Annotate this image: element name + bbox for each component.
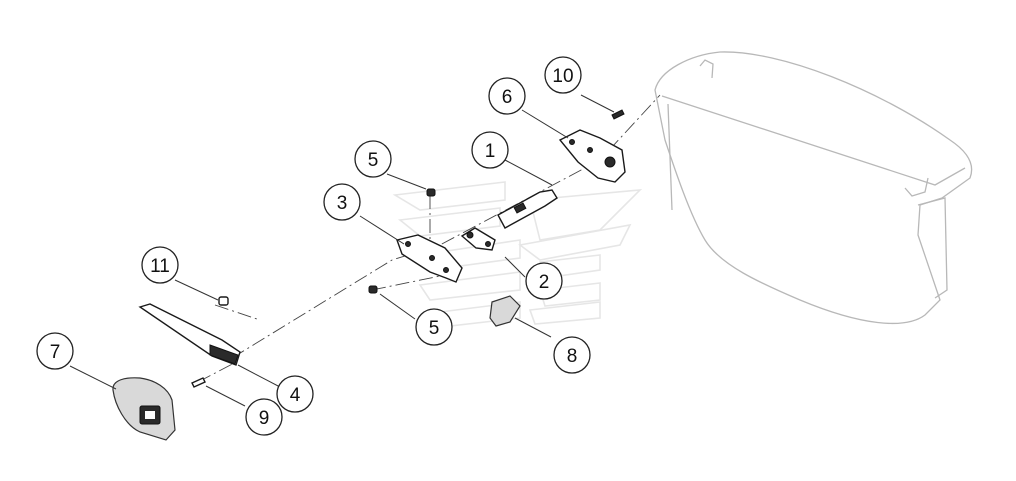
part-2-link — [460, 227, 496, 251]
part-10-screw — [611, 109, 625, 120]
part-1-shaft — [497, 189, 558, 229]
housing-shell — [654, 51, 973, 324]
callout-label: 7 — [50, 342, 61, 363]
callout-10: 10 — [544, 56, 582, 94]
part-8-pad — [489, 295, 521, 327]
callout-3: 3 — [323, 183, 361, 221]
callout-label: 1 — [485, 141, 496, 162]
callout-label: 4 — [290, 385, 301, 406]
callout-label: 2 — [539, 272, 550, 293]
callout-1: 1 — [471, 131, 509, 169]
callout-label: 5 — [429, 318, 440, 339]
part-3-bracket — [396, 234, 463, 283]
callout-5-upper: 5 — [354, 140, 392, 178]
part-9-screw — [191, 377, 206, 388]
part-5-screw-upper — [426, 188, 436, 197]
callout-9: 9 — [245, 398, 283, 436]
part-5-screw-lower — [368, 285, 378, 294]
callout-label: 8 — [567, 346, 578, 367]
watermark-logo — [392, 181, 643, 327]
part-4-lever — [138, 303, 241, 366]
assembly-axes — [197, 94, 661, 383]
callout-label: 5 — [368, 150, 379, 171]
callout-label: 3 — [337, 193, 348, 214]
callout-label: 11 — [150, 256, 170, 277]
leader-lines — [69, 94, 615, 407]
callout-7: 7 — [36, 332, 74, 370]
callout-4: 4 — [276, 375, 314, 413]
part-11-pin — [218, 296, 229, 306]
part-7-knob — [112, 377, 176, 441]
callout-6: 6 — [488, 77, 526, 115]
callout-label: 9 — [259, 408, 270, 429]
part-6-plate — [558, 129, 626, 183]
callout-2: 2 — [525, 262, 563, 300]
callout-11: 11 — [141, 246, 179, 284]
callout-8: 8 — [553, 336, 591, 374]
callout-5-lower: 5 — [415, 308, 453, 346]
callout-label: 10 — [552, 66, 573, 87]
callout-label: 6 — [502, 87, 513, 108]
